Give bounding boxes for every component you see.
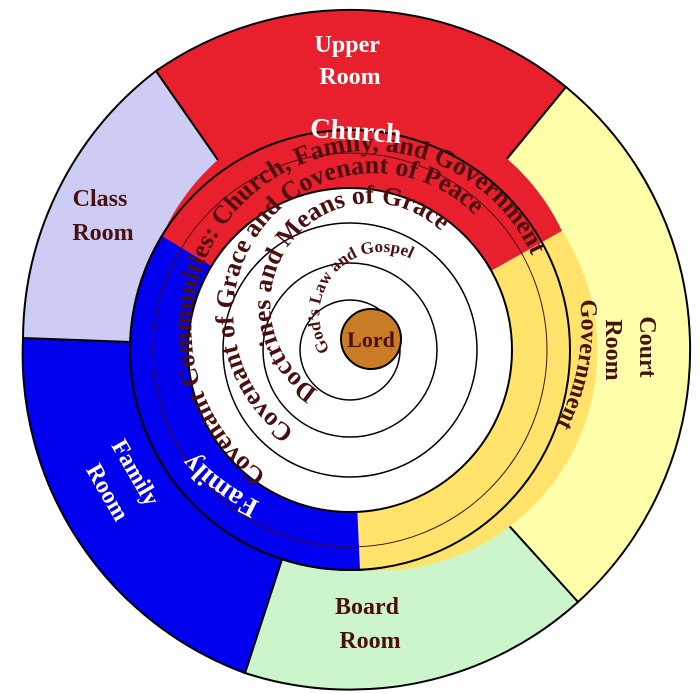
class-room-line2: Room — [72, 220, 133, 246]
board-room-line1: Board — [335, 594, 400, 620]
court-room-line1: Court — [634, 316, 660, 377]
court-room-line2: Room — [600, 319, 626, 380]
court-room-label: Court Room — [600, 316, 660, 383]
institution-ring-outline — [129, 129, 571, 571]
institution-inner-arc — [152, 152, 548, 548]
upper-room-line2: Room — [319, 64, 380, 90]
upper-room-label: Upper Room — [315, 32, 386, 90]
class-room-line1: Class — [73, 186, 128, 212]
church-label: Church — [309, 113, 403, 150]
class-room-label: Class Room — [72, 186, 133, 246]
lord-label: Lord — [347, 327, 395, 352]
board-room-label: Board Room — [335, 594, 405, 654]
board-room-line2: Room — [339, 628, 400, 654]
upper-room-line1: Upper — [315, 32, 381, 58]
lord-circle — [340, 308, 402, 370]
